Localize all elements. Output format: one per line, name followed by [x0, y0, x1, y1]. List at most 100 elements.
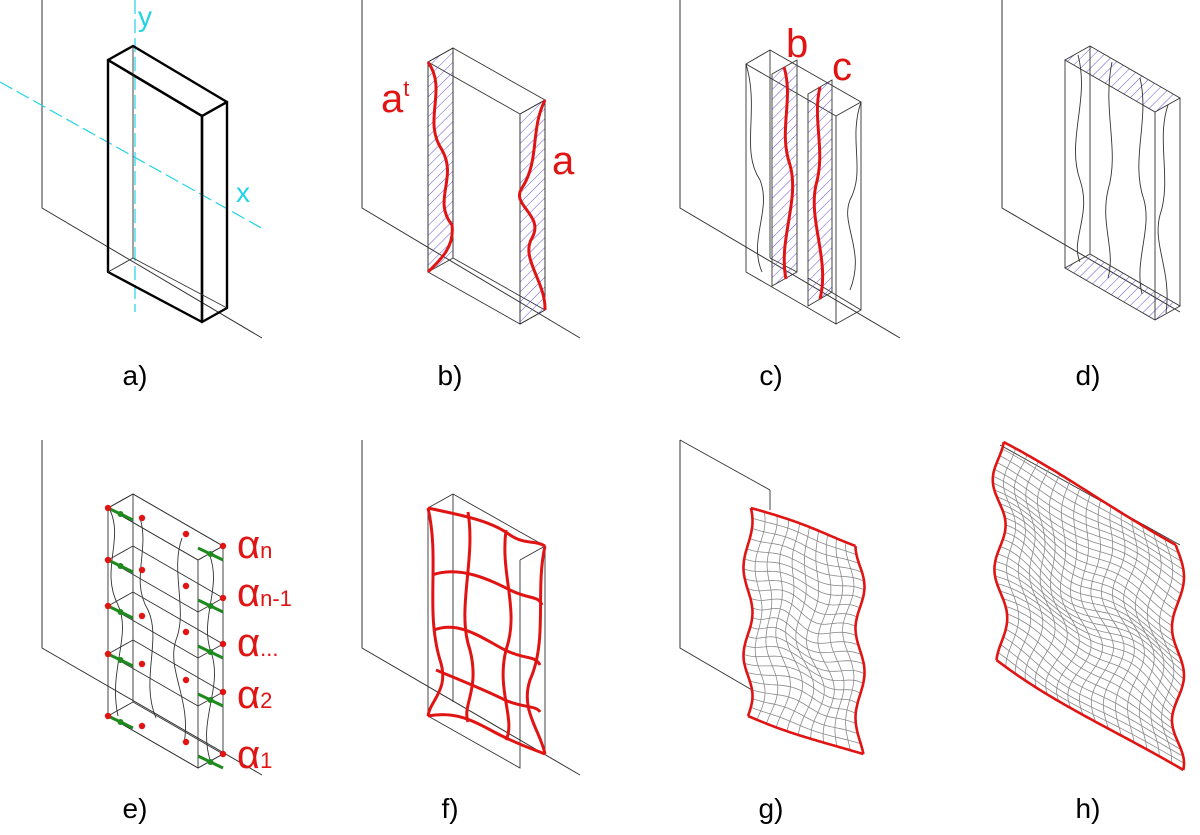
mesh-line — [1000, 644, 1184, 757]
alpha-subscript: n-1 — [260, 586, 292, 611]
mesh-line — [746, 671, 858, 704]
mesh-line — [995, 560, 1185, 680]
deformed-mesh — [742, 506, 866, 756]
mesh-line — [744, 558, 865, 591]
caption-h: h) — [1076, 793, 1101, 824]
mesh-line — [1005, 524, 1175, 642]
red-curve-b — [782, 66, 795, 280]
mesh-line — [1034, 467, 1056, 688]
control-point — [138, 566, 146, 574]
mesh-line — [785, 523, 803, 732]
mesh-line — [743, 653, 864, 684]
control-point — [138, 660, 146, 668]
mesh-line — [1004, 517, 1173, 635]
green-arrow-head — [207, 697, 214, 703]
mesh-line — [746, 548, 865, 582]
slice-planes — [107, 493, 224, 769]
red-control-points — [104, 504, 227, 758]
alpha-label: αn — [237, 523, 272, 567]
mesh-line — [994, 568, 1183, 687]
alpha-subscript: 1 — [260, 748, 272, 773]
control-point — [219, 640, 227, 648]
mesh-line — [996, 462, 1184, 570]
panel-c: b c — [679, 0, 901, 339]
mesh-border — [750, 506, 856, 548]
mesh-line — [1003, 636, 1182, 750]
mesh-line — [999, 455, 1182, 562]
red-curve-at — [426, 61, 454, 274]
green-arrow-head — [207, 603, 214, 609]
mesh-line — [842, 542, 855, 751]
thin-hidden-edges — [107, 46, 228, 309]
mesh-border — [1003, 440, 1177, 547]
mesh-line — [744, 578, 860, 609]
mesh-line — [775, 519, 791, 728]
mesh-line — [795, 526, 815, 736]
mesh-line — [750, 597, 856, 627]
alpha-symbol: α — [237, 571, 260, 615]
mesh-line — [752, 607, 857, 636]
x-axis-line — [0, 81, 266, 231]
alpha-label: α2 — [237, 673, 272, 717]
mesh-line — [1005, 605, 1173, 723]
control-point — [182, 530, 190, 538]
thin-curves — [1075, 54, 1169, 314]
red-curve-a — [518, 99, 547, 311]
green-arrow-head — [207, 649, 214, 655]
box-outline — [427, 493, 546, 769]
mesh-line — [994, 468, 1185, 579]
thin-curves — [109, 509, 215, 761]
alpha-label: α1 — [237, 733, 272, 777]
hatched-strip-b — [771, 59, 798, 287]
background-plane — [679, 440, 753, 691]
mesh-line — [1056, 480, 1080, 702]
mesh-line — [751, 689, 856, 724]
hatched-top-face — [1064, 45, 1181, 113]
mesh-line — [752, 616, 859, 646]
mesh-line — [749, 680, 856, 714]
control-point — [219, 542, 227, 550]
box-outline — [1064, 46, 1181, 320]
mesh-line — [1004, 531, 1178, 650]
alpha-subscript: n — [260, 538, 272, 563]
alpha-subscript: ... — [260, 636, 278, 661]
mesh-line — [765, 515, 779, 724]
control-point — [138, 514, 146, 522]
label-a: a — [552, 139, 575, 183]
mesh-line — [749, 538, 863, 573]
caption-g: g) — [759, 793, 784, 824]
mesh-line — [750, 706, 861, 745]
mesh-line — [992, 482, 1182, 595]
control-point — [138, 612, 146, 620]
mesh-line — [1006, 621, 1176, 737]
hatched-strip-at — [427, 47, 454, 273]
mesh-line — [1002, 539, 1181, 658]
caption-e: e) — [123, 793, 148, 824]
alpha-symbol: α — [237, 673, 260, 717]
panel-a: y x — [0, 0, 266, 339]
control-point — [219, 688, 227, 696]
mesh-line — [992, 475, 1184, 587]
mesh-border — [747, 714, 864, 756]
green-arrow-head — [117, 563, 124, 569]
mesh-line — [1014, 454, 1032, 674]
mesh-line — [751, 528, 860, 564]
thin-curve-left — [745, 63, 764, 273]
mesh-line — [997, 651, 1185, 764]
background-plane — [361, 440, 581, 776]
mesh-line — [994, 575, 1181, 694]
mesh-line — [999, 590, 1175, 709]
mesh-line — [1002, 448, 1179, 554]
control-point — [138, 722, 146, 730]
caption-d: d) — [1076, 360, 1101, 391]
control-point — [104, 504, 112, 512]
control-point — [219, 594, 227, 602]
background-plane — [361, 0, 581, 339]
green-arrow-head — [117, 511, 124, 517]
mesh-line — [752, 517, 857, 556]
mesh-line — [1005, 628, 1179, 744]
green-arrow-head — [207, 551, 214, 557]
mesh-border — [742, 507, 754, 717]
mesh-line — [1134, 525, 1155, 750]
